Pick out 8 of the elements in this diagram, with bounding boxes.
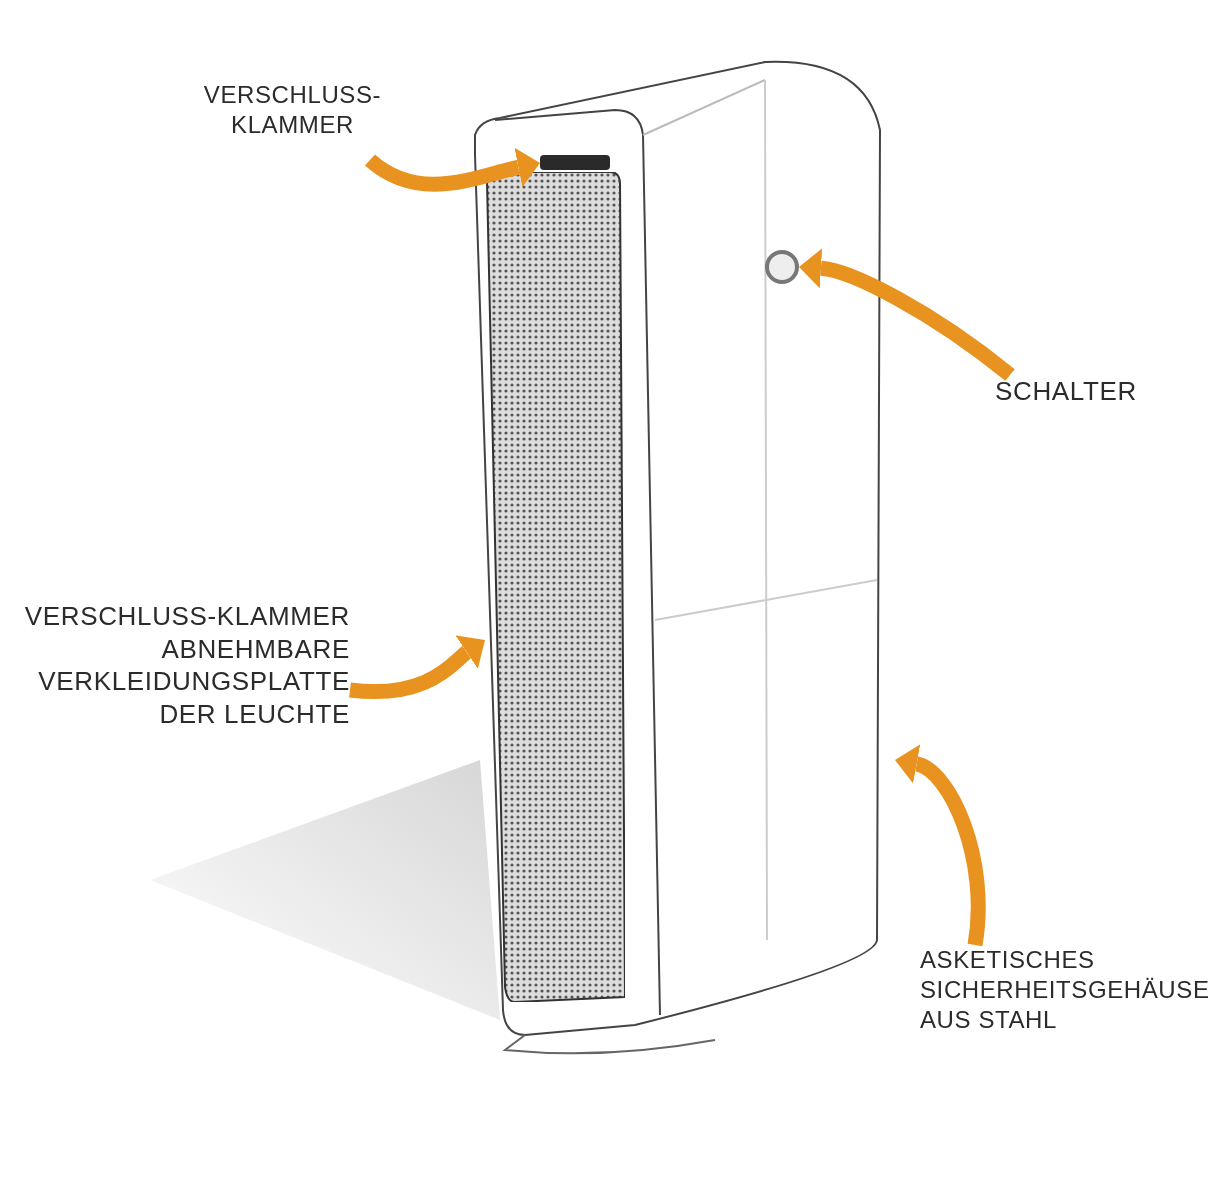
callout-label: VERSCHLUSS-KLAMMER ABNEHMBARE VERKLEIDUNGSPLATTE DER LEUCHTE — [23, 600, 350, 730]
callout-label: SCHALTER — [995, 375, 1138, 408]
curved-arrow — [896, 745, 986, 946]
curved-arrow — [365, 147, 540, 192]
curved-arrow — [349, 636, 484, 699]
callout-label: ASKETISCHES SICHERHEITSGEHÄUSE AUS STAHL — [920, 945, 1211, 1035]
callout-label: VERSCHLUSS- KLAMMER — [202, 80, 383, 140]
curved-arrow — [799, 248, 1015, 381]
